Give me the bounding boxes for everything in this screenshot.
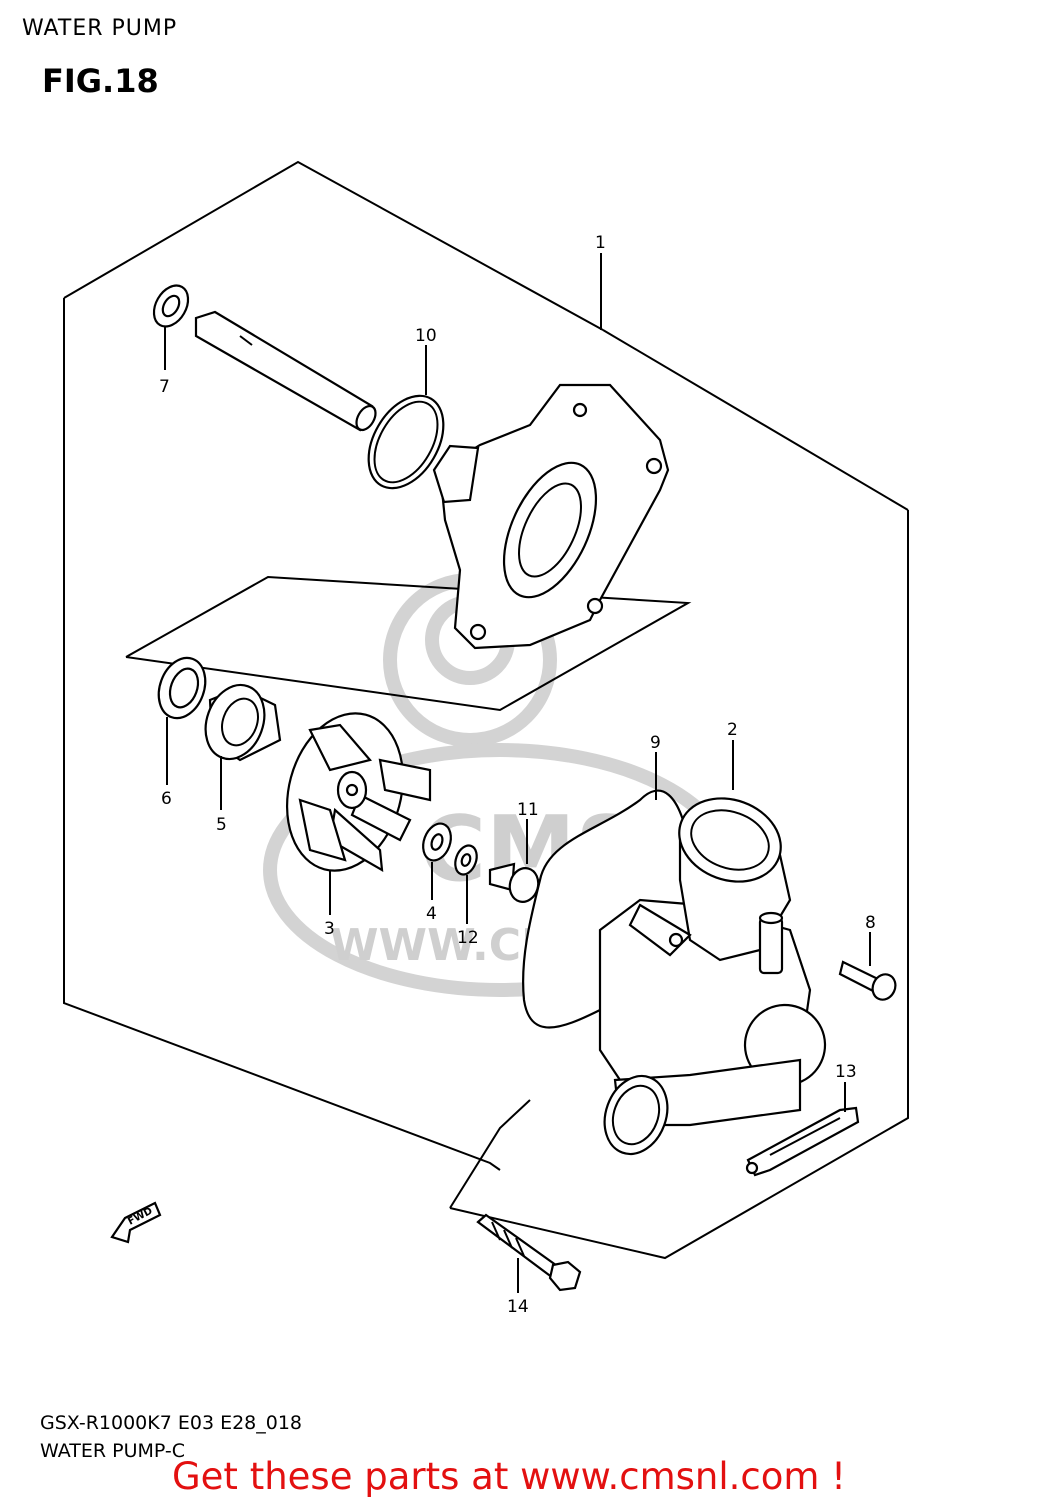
part-2-pump-cover[interactable] — [594, 785, 836, 1163]
page-header-title: WATER PUMP — [22, 16, 178, 41]
callout-9: 9 — [650, 733, 661, 753]
callout-14: 14 — [507, 1297, 529, 1317]
callout-5: 5 — [216, 815, 227, 835]
part-13-clamp[interactable] — [745, 1106, 860, 1177]
figure-number: FIG.18 — [42, 62, 159, 100]
callout-3: 3 — [324, 919, 335, 939]
leader-lines — [164, 253, 871, 1293]
diagram-code: GSX-R1000K7 E03 E28_018 — [40, 1412, 303, 1434]
callout-7: 7 — [159, 377, 170, 397]
callout-4: 4 — [426, 904, 437, 924]
promo-link-text[interactable]: Get these parts at www.cmsnl.com ! — [172, 1455, 847, 1498]
part-1-pump-case[interactable] — [432, 383, 670, 650]
pump-shaft[interactable] — [194, 310, 379, 433]
part-4-washer[interactable] — [418, 820, 455, 865]
part-5-mechanical-seal[interactable] — [196, 677, 282, 768]
impeller-guide-line — [449, 1099, 531, 1209]
callout-1: 1 — [595, 233, 606, 253]
assembly-frame-right — [602, 329, 909, 511]
part-12-washer[interactable] — [451, 842, 480, 877]
callout-11: 11 — [517, 800, 539, 820]
callout-2: 2 — [727, 720, 738, 740]
diagram-subtitle: WATER PUMP-C — [40, 1440, 186, 1462]
callout-8: 8 — [865, 913, 876, 933]
part-6-oil-seal[interactable] — [151, 651, 214, 724]
callout-12: 12 — [457, 928, 479, 948]
part-7-washer[interactable] — [147, 279, 195, 332]
part-8-screw[interactable] — [838, 960, 899, 1003]
part-10-o-ring[interactable] — [353, 383, 458, 502]
part-14-bolt[interactable] — [476, 1213, 582, 1292]
forward-arrow-icon: FWD — [110, 1201, 162, 1244]
seal-group-frame — [125, 575, 692, 712]
callout-13: 13 — [835, 1062, 857, 1082]
callout-6: 6 — [161, 789, 172, 809]
part-3-impeller[interactable] — [270, 700, 432, 884]
assembly-frame — [63, 160, 909, 1260]
part-11-bolt[interactable] — [488, 862, 542, 905]
callout-10: 10 — [415, 326, 437, 346]
